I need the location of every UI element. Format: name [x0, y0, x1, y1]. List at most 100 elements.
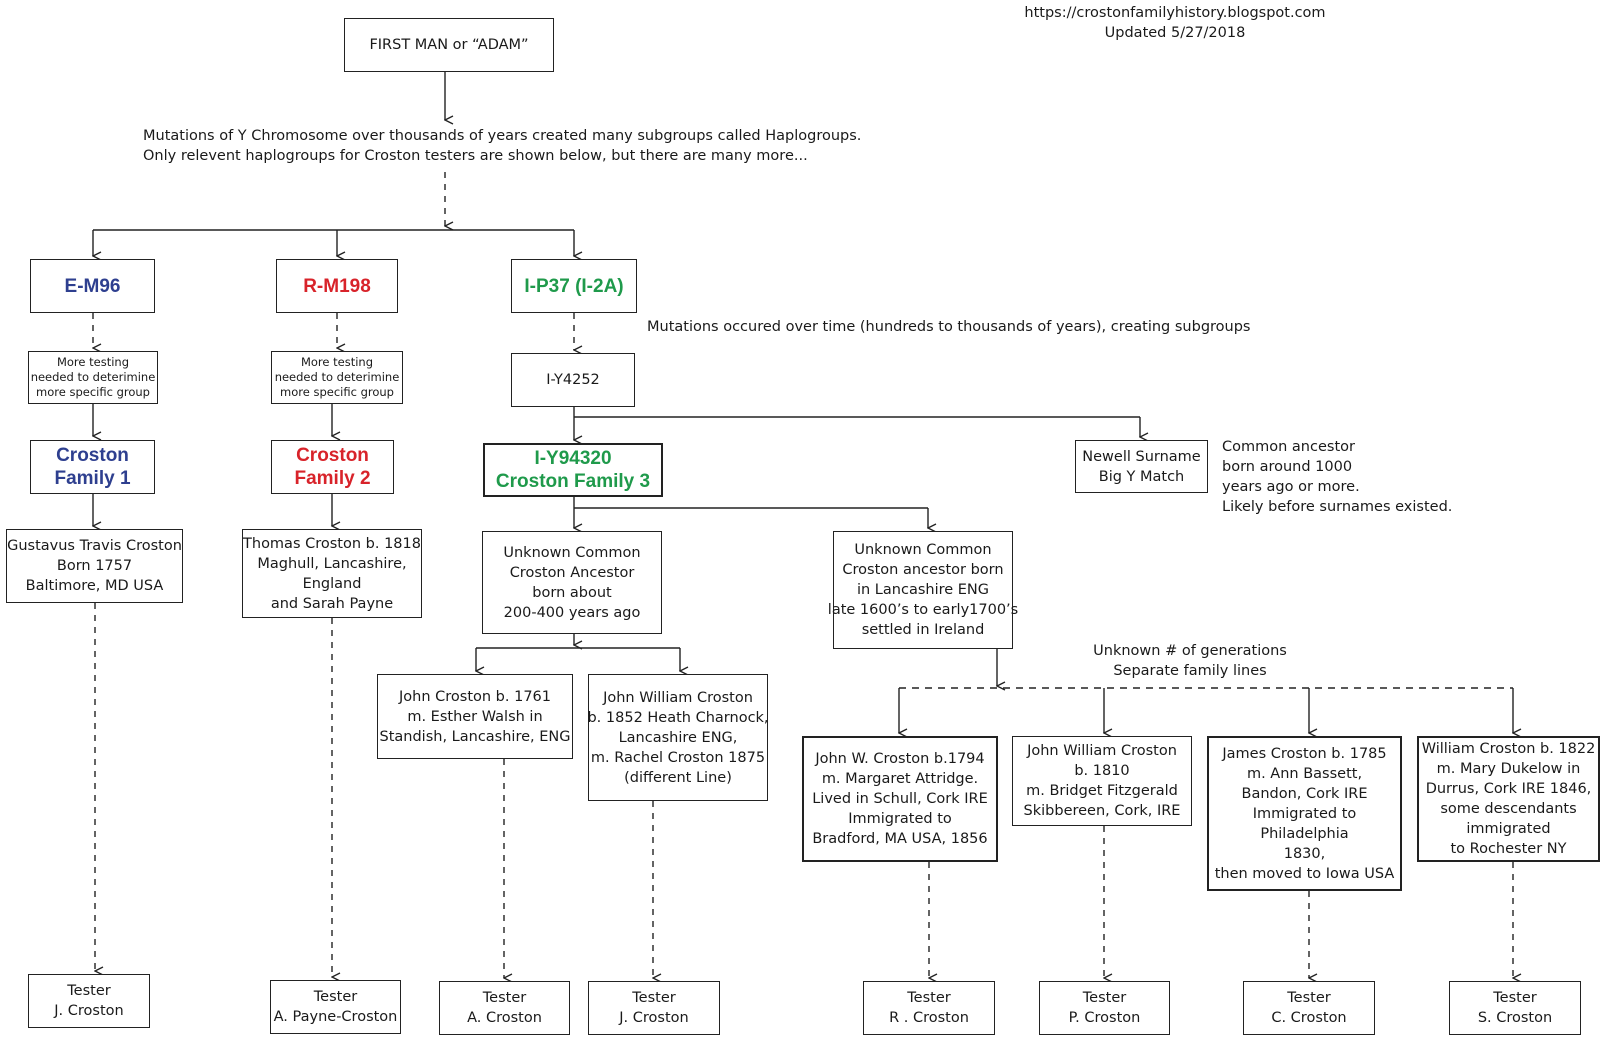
person-line: (different Line)	[624, 769, 732, 786]
intro-line-1: Mutations of Y Chromosome over thousands…	[143, 128, 862, 144]
person-thomas: Thomas Croston b. 1818 Maghull, Lancashi…	[242, 529, 422, 618]
tester-3: Tester A. Croston	[439, 981, 570, 1035]
more-testing-line: more specific group	[36, 385, 150, 399]
family-label: Croston	[56, 445, 129, 466]
person-james-1785: James Croston b. 1785 m. Ann Bassett, Ba…	[1207, 736, 1402, 891]
person-line: Skibbereen, Cork, IRE	[1023, 803, 1181, 819]
person-line: born about	[532, 584, 612, 601]
site-url: https://crostonfamilyhistory.blogspot.co…	[1024, 5, 1326, 21]
tester-5: Tester R . Croston	[863, 981, 995, 1035]
tester-line: J. Croston	[619, 1010, 689, 1026]
tester-line: P. Croston	[1068, 1010, 1141, 1026]
croston-family-2: Croston Family 2	[271, 440, 394, 494]
tester-line: Tester	[1493, 990, 1537, 1006]
tester-line: C. Croston	[1271, 1010, 1347, 1026]
newell-note: Common ancestor born around 1000 years a…	[1222, 437, 1452, 517]
person-line: Unknown Common	[854, 542, 992, 558]
tester-line: Tester	[67, 983, 111, 999]
haplogroup-i-p37: I-P37 (I-2A)	[511, 259, 637, 313]
family-label: Croston	[296, 445, 369, 466]
mutations-note: Mutations occured over time (hundreds to…	[647, 319, 1251, 335]
intro-line-2: Only relevent haplogroups for Croston te…	[143, 148, 808, 164]
person-john-william-1810: John William Croston b. 1810 m. Bridget …	[1012, 736, 1192, 826]
person-line: Thomas Croston b. 1818	[243, 535, 421, 552]
person-line: m. Esther Walsh in	[407, 708, 543, 725]
person-line: John W. Croston b.1794	[815, 751, 985, 767]
person-line: m. Ann Bassett,	[1246, 765, 1363, 782]
tester-line: Tester	[482, 990, 527, 1006]
site-header: https://crostonfamilyhistory.blogspot.co…	[1010, 3, 1340, 43]
person-line: John Croston b. 1761	[398, 688, 551, 705]
generations-note: Unknown # of generations Separate family…	[1080, 641, 1300, 681]
person-line: John William Croston	[1027, 743, 1177, 759]
newell-note-line: born around 1000	[1222, 459, 1353, 475]
person-line: William Croston b. 1822	[1421, 741, 1596, 757]
haplogroup-label: E-M96	[64, 275, 121, 297]
person-line: Durrus, Cork IRE 1846,	[1425, 781, 1592, 797]
person-line: in Lancashire ENG	[856, 582, 990, 598]
person-line: Bandon, Cork IRE	[1241, 785, 1368, 802]
newell-note-line: years ago or more.	[1222, 479, 1360, 495]
person-line: m. Mary Dukelow in	[1436, 761, 1581, 777]
person-line: Bradford, MA USA, 1856	[812, 831, 988, 847]
person-line: b. 1852 Heath Charnock,	[587, 709, 769, 726]
haplogroup-r-m198: R-M198	[276, 259, 398, 313]
newell-note-line: Common ancestor	[1222, 439, 1355, 455]
croston-family-3: I-Y94320 Croston Family 3	[483, 443, 663, 497]
tester-1: Tester J. Croston	[28, 974, 150, 1028]
person-line: Lived in Schull, Cork IRE	[812, 791, 988, 807]
person-line: Maghull, Lancashire,	[257, 555, 407, 572]
tester-line: Tester	[1287, 990, 1331, 1006]
newell-label: Newell Surname	[1082, 448, 1201, 465]
person-line: Baltimore, MD USA	[25, 578, 164, 594]
person-gustavus: Gustavus Travis Croston Born 1757 Baltim…	[6, 529, 183, 603]
person-line: Immigrated to	[848, 811, 952, 827]
haplogroup-i-y4252: I-Y4252	[511, 353, 635, 407]
person-line: some descendants	[1440, 801, 1577, 817]
tester-line: J. Croston	[54, 1003, 124, 1019]
more-testing-line: needed to deterimine	[274, 370, 400, 384]
person-line: late 1600’s to early1700’s	[827, 602, 1019, 618]
person-line: 200-400 years ago	[503, 604, 641, 621]
tester-7: Tester C. Croston	[1243, 981, 1375, 1035]
generations-note-line: Unknown # of generations	[1093, 643, 1287, 659]
haplogroup-label: R-M198	[303, 275, 371, 297]
tester-line: Tester	[313, 989, 358, 1005]
root-node: FIRST MAN or “ADAM”	[344, 18, 554, 72]
person-line: m. Margaret Attridge.	[821, 771, 979, 787]
tester-2: Tester A. Payne-Croston	[270, 980, 401, 1034]
person-line: to Rochester NY	[1450, 841, 1567, 857]
person-line: John William Croston	[603, 689, 753, 706]
person-line: Croston ancestor born	[842, 562, 1004, 578]
more-testing-line: more specific group	[280, 385, 394, 399]
person-line: Standish, Lancashire, ENG	[379, 728, 571, 745]
tester-line: R . Croston	[889, 1010, 969, 1026]
croston-family-1: Croston Family 1	[30, 440, 155, 494]
family-label: Croston Family 3	[495, 471, 651, 492]
root-label: FIRST MAN or “ADAM”	[369, 37, 529, 53]
person-line: Croston Ancestor	[509, 564, 635, 581]
person-line: immigrated	[1466, 821, 1551, 837]
updated-date: Updated 5/27/2018	[1104, 25, 1246, 41]
person-line: James Croston b. 1785	[1222, 745, 1387, 762]
newell-note-line: Likely before surnames existed.	[1222, 499, 1453, 515]
person-line: Immigrated to	[1252, 805, 1357, 822]
person-line: Philadelphia	[1260, 825, 1349, 842]
tester-6: Tester P. Croston	[1039, 981, 1170, 1035]
tester-8: Tester S. Croston	[1449, 981, 1581, 1035]
tester-line: A. Payne-Croston	[273, 1009, 398, 1025]
family-label: Family 1	[54, 468, 131, 489]
tester-line: Tester	[1082, 990, 1127, 1006]
person-line: then moved to Iowa USA	[1214, 865, 1395, 882]
tester-line: S. Croston	[1477, 1010, 1553, 1026]
person-john-1761: John Croston b. 1761 m. Esther Walsh in …	[377, 674, 573, 759]
haplogroup-label: I-Y4252	[546, 372, 600, 388]
family-label: Family 2	[294, 468, 371, 489]
more-testing-line: needed to deterimine	[30, 370, 156, 384]
person-line: Gustavus Travis Croston	[7, 538, 182, 554]
haplogroup-e-m96: E-M96	[30, 259, 155, 313]
person-line: 1830,	[1283, 845, 1326, 862]
more-testing-box-1: More testing needed to deterimine more s…	[28, 351, 158, 404]
person-line: m. Bridget Fitzgerald	[1026, 783, 1178, 799]
